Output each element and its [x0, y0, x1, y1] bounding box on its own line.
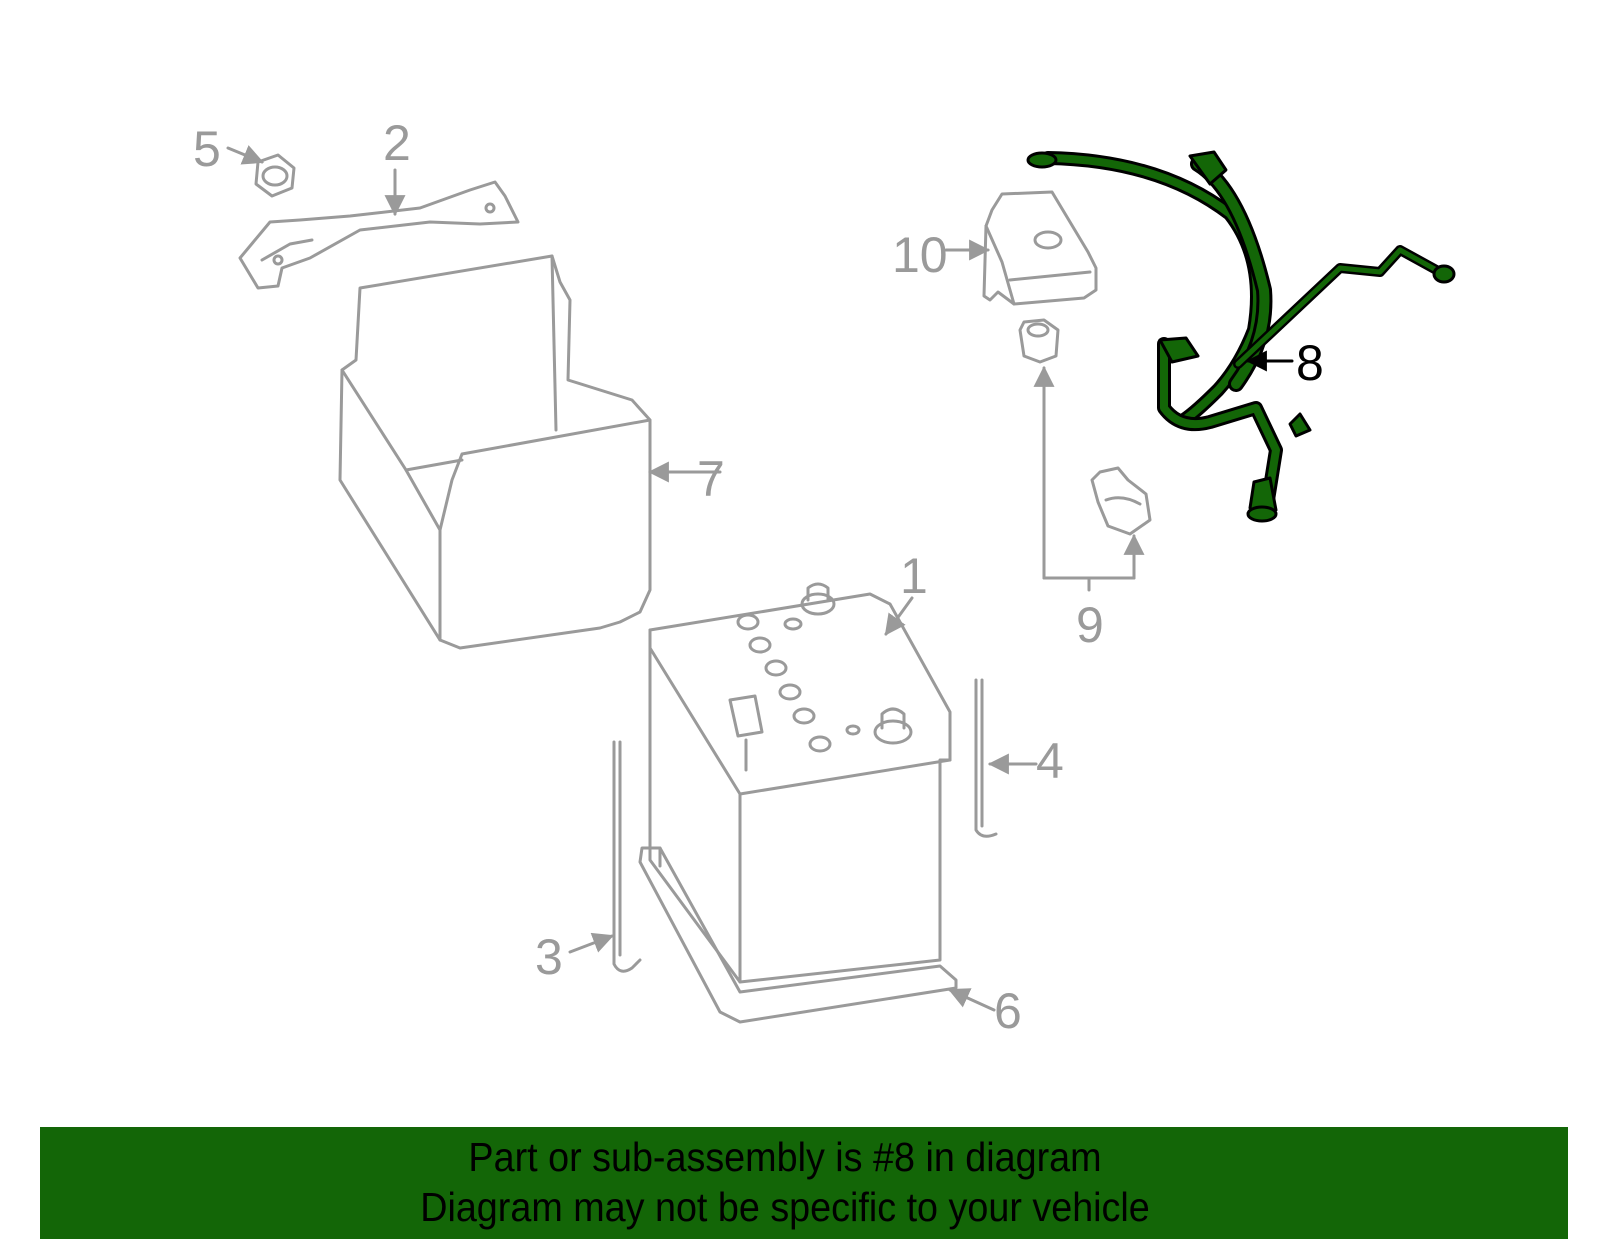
part-6-tray[interactable] — [638, 846, 996, 1024]
part-4-rod[interactable] — [974, 678, 1038, 838]
part-10-cover[interactable] — [944, 190, 1098, 306]
part-1-battery[interactable] — [648, 582, 952, 984]
part-9-terminal[interactable] — [1018, 318, 1152, 592]
banner-line-1: Part or sub-assembly is #8 in diagram — [468, 1134, 1102, 1180]
callout-1: 1 — [900, 548, 928, 604]
callout-6: 6 — [994, 983, 1022, 1039]
callout-10: 10 — [892, 227, 948, 283]
part-7-insulator-box[interactable] — [338, 254, 722, 650]
part-2-clamp[interactable] — [238, 168, 520, 290]
banner-line-2: Diagram may not be specific to your vehi… — [420, 1184, 1150, 1230]
callout-3: 3 — [535, 929, 563, 985]
info-banner: Part or sub-assembly is #8 in diagram Di… — [40, 1127, 1568, 1239]
part-3-rod[interactable] — [568, 740, 642, 973]
callout-4: 4 — [1036, 733, 1064, 789]
callout-9: 9 — [1076, 597, 1104, 653]
callout-8: 8 — [1296, 335, 1324, 391]
callout-2: 2 — [383, 115, 411, 171]
part-5-nut[interactable] — [226, 145, 296, 198]
part-8-cable-harness[interactable] — [1026, 150, 1456, 523]
callout-7: 7 — [697, 451, 725, 507]
callout-5: 5 — [193, 121, 221, 177]
